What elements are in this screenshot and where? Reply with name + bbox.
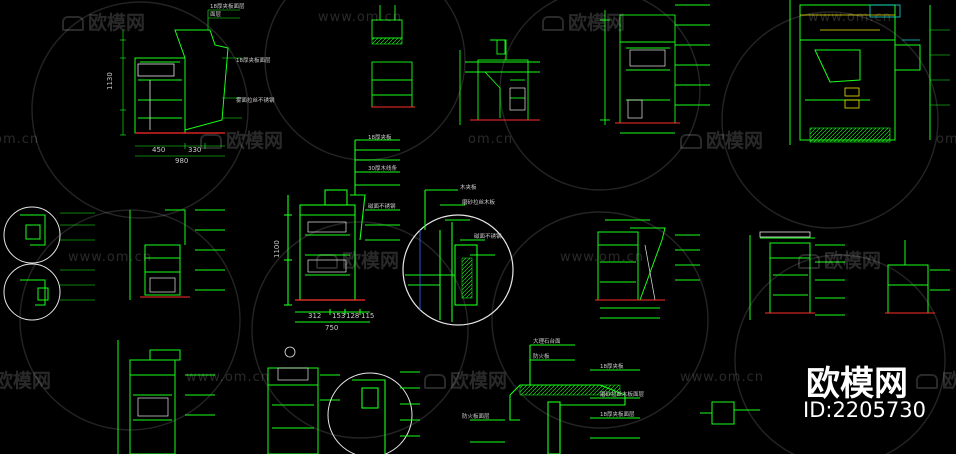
note-4: 面层 bbox=[210, 11, 222, 18]
dim-1100: 1100 bbox=[273, 240, 281, 258]
drawing-m-bottom-left bbox=[117, 340, 215, 454]
note-8: 木夹板 bbox=[460, 183, 477, 191]
watermark-brand-8: 欧模网 bbox=[424, 366, 507, 393]
drawing-n-bottom-cabinet bbox=[267, 346, 340, 454]
drawing-i-detail-circle: 木夹板 磨砂拉丝木板 磁面不锈钢 bbox=[402, 183, 514, 326]
note-10: 磁面不锈钢 bbox=[474, 232, 502, 240]
drawing-f-detail-circles bbox=[3, 206, 95, 321]
watermark-site-9: www.om.cn bbox=[680, 370, 764, 385]
dim-330: 330 bbox=[188, 146, 201, 154]
dim-450: 450 bbox=[152, 146, 165, 154]
drawing-l-far-right bbox=[885, 240, 950, 314]
watermark-site-3: om.cn bbox=[0, 132, 40, 147]
note-7: 磁面不锈钢 bbox=[368, 202, 396, 210]
drawing-g-counter-section bbox=[129, 209, 225, 300]
drawing-a-reception-section: 450 330 980 1130 18厚夹板面层 面层 18厚夹板面层 雾面拉丝… bbox=[106, 2, 275, 165]
watermark-brand-4: 欧模网 bbox=[680, 126, 763, 153]
drawing-p-countertop-detail: 大理石台面 防火板 18厚夹板 磨砂拉丝木板面层 18厚夹板面层 防火板面层 bbox=[462, 337, 645, 454]
watermark-site-5: om.cn bbox=[936, 132, 956, 147]
watermark-brand-1: 欧模网 bbox=[62, 8, 145, 35]
drawing-e-elevation bbox=[789, 0, 950, 145]
watermark-brand-3: 欧模网 bbox=[200, 126, 283, 153]
item-id-label: ID:2205730 bbox=[803, 398, 926, 422]
dim-128: 128 bbox=[346, 312, 359, 320]
note-5: 18厚夹板 bbox=[368, 133, 392, 141]
dim-1130: 1130 bbox=[106, 72, 114, 90]
dim-980: 980 bbox=[175, 157, 188, 165]
note-6: 30厚木线条 bbox=[368, 164, 397, 172]
note-19: 18厚夹板面层 bbox=[600, 410, 635, 418]
note-9: 磨砂拉丝木板 bbox=[462, 198, 496, 206]
drawing-d-counter-section bbox=[600, 4, 710, 134]
dim-153: 153 bbox=[332, 312, 345, 320]
watermark-brand-2: 欧模网 bbox=[542, 8, 625, 35]
dim-750: 750 bbox=[325, 324, 338, 332]
brand-title: 欧模网 bbox=[806, 364, 908, 404]
watermark-site-6: www.om.cn bbox=[68, 250, 152, 265]
watermark-site-7: www.om.cn bbox=[560, 250, 644, 265]
drawing-h-main-section: 312 153 128 115 750 1100 18厚夹板 30厚木线条 磁面… bbox=[273, 133, 400, 332]
note-18: 磨砂拉丝木板面层 bbox=[600, 390, 645, 398]
watermark-brand-6: 欧模网 bbox=[798, 246, 881, 273]
dim-312: 312 bbox=[308, 312, 321, 320]
watermark-site-2: www.om.cn bbox=[808, 10, 892, 25]
watermark-site-4: om.cn bbox=[468, 132, 514, 147]
dim-115: 115 bbox=[361, 312, 374, 320]
watermark-site-1: www.om.cn bbox=[318, 10, 402, 25]
note-3: 雾面拉丝不锈钢 bbox=[236, 96, 275, 104]
note-20: 防火板面层 bbox=[462, 412, 490, 420]
drawing-c-desk-detail bbox=[459, 39, 540, 125]
watermark-brand-9: 欧模网 bbox=[916, 366, 956, 393]
note-15: 大理石台面 bbox=[533, 337, 561, 345]
watermark-brand-5: 欧模网 bbox=[316, 246, 399, 273]
drawing-q-small-detail bbox=[700, 401, 760, 425]
watermark-brand-7: 欧模网 bbox=[0, 370, 52, 392]
drawing-o-bottom-detail bbox=[327, 371, 420, 454]
drawing-j-cabinet bbox=[595, 219, 700, 319]
note-17: 18厚夹板 bbox=[600, 362, 624, 370]
watermark-site-8: www.om.cn bbox=[186, 370, 270, 385]
note-16: 防火板 bbox=[533, 352, 550, 360]
note-2: 18厚夹板面层 bbox=[236, 56, 271, 64]
note-1: 18厚夹板面层 bbox=[210, 2, 245, 10]
drawing-b-small-detail bbox=[371, 5, 415, 108]
